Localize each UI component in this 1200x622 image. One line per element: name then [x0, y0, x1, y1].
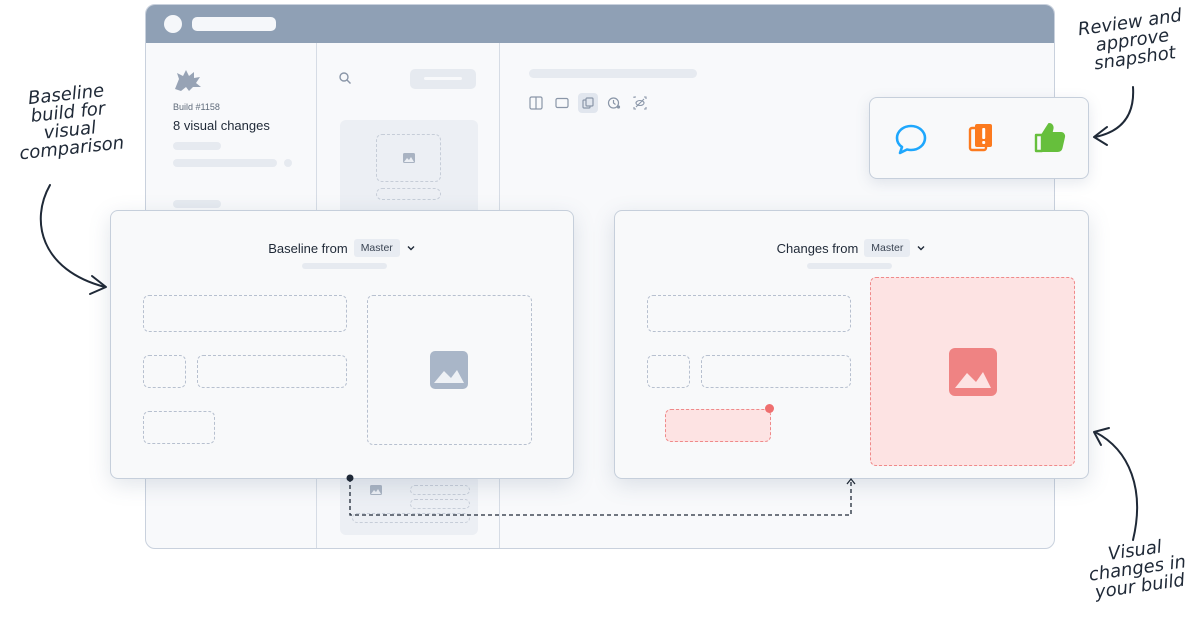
flag-icon[interactable] [964, 120, 998, 161]
thumbnail-row-a [410, 485, 470, 495]
thumbnail-row-c [352, 513, 470, 523]
changes-panel: Changes from Master [614, 210, 1089, 479]
baseline-branch-tag[interactable]: Master [353, 239, 400, 257]
annotation-review: Review and approve snapshot [1076, 5, 1184, 75]
snapshot-thumbnail[interactable] [340, 120, 478, 215]
view-toolbar [526, 92, 676, 114]
history-icon[interactable] [604, 93, 624, 113]
list-filter-button[interactable] [410, 69, 476, 89]
window-dot [164, 15, 182, 33]
thumbnail-row-b [410, 499, 470, 509]
baseline-label: Baseline from [268, 240, 348, 256]
baseline-panel: Baseline from Master [110, 210, 574, 479]
baseline-block-bottom [143, 411, 215, 444]
logo [173, 67, 203, 93]
image-icon [949, 348, 997, 396]
baseline-block-wide [143, 295, 347, 332]
comment-icon[interactable] [894, 122, 928, 161]
changed-image-box[interactable] [870, 277, 1075, 466]
review-panel [869, 97, 1089, 179]
visual-changes-count: 8 visual changes [173, 118, 270, 133]
changes-header: Changes from Master [615, 239, 1088, 257]
baseline-block-small [143, 355, 186, 388]
baseline-header: Baseline from Master [111, 239, 573, 257]
baseline-block-medium [197, 355, 347, 388]
main-header-placeholder [529, 69, 697, 78]
thumbnail-image-box [376, 134, 441, 182]
single-view-icon[interactable] [552, 93, 572, 113]
thumbs-up-icon[interactable] [1032, 120, 1068, 161]
baseline-subtitle-placeholder [302, 263, 387, 269]
chevron-down-icon[interactable] [406, 243, 416, 253]
sidebar-status-dot [284, 159, 292, 167]
window-title-placeholder [192, 17, 276, 31]
build-number: Build #1158 [173, 102, 220, 112]
annotation-arrow-changes [1093, 427, 1139, 541]
comparison-connector [346, 474, 856, 516]
changes-block-wide [647, 295, 851, 332]
hide-icon[interactable] [630, 93, 650, 113]
thumbnail-caption-box [376, 188, 441, 200]
sidebar-placeholder-1 [173, 142, 221, 150]
title-bar [146, 5, 1054, 43]
sidebar-placeholder-2 [173, 159, 277, 167]
chevron-down-icon[interactable] [916, 243, 926, 253]
changes-label: Changes from [776, 240, 859, 256]
sidebar-placeholder-3 [173, 200, 221, 208]
search-icon[interactable] [338, 71, 352, 90]
changes-branch-tag[interactable]: Master [864, 239, 911, 257]
snapshot-thumbnail-2[interactable] [340, 475, 478, 535]
change-marker-dot [765, 404, 774, 413]
annotation-arrow-left [39, 184, 107, 295]
changes-subtitle-placeholder [807, 263, 892, 269]
changes-block-medium [701, 355, 851, 388]
annotation-arrow-review [1093, 86, 1135, 146]
baseline-image-box [367, 295, 532, 445]
overlay-icon[interactable] [578, 93, 598, 113]
annotation-baseline: Baseline build for visual comparison [18, 80, 126, 165]
changes-block-small [647, 355, 690, 388]
image-icon [430, 351, 468, 389]
split-view-icon[interactable] [526, 93, 546, 113]
changed-block-highlight[interactable] [665, 409, 771, 442]
